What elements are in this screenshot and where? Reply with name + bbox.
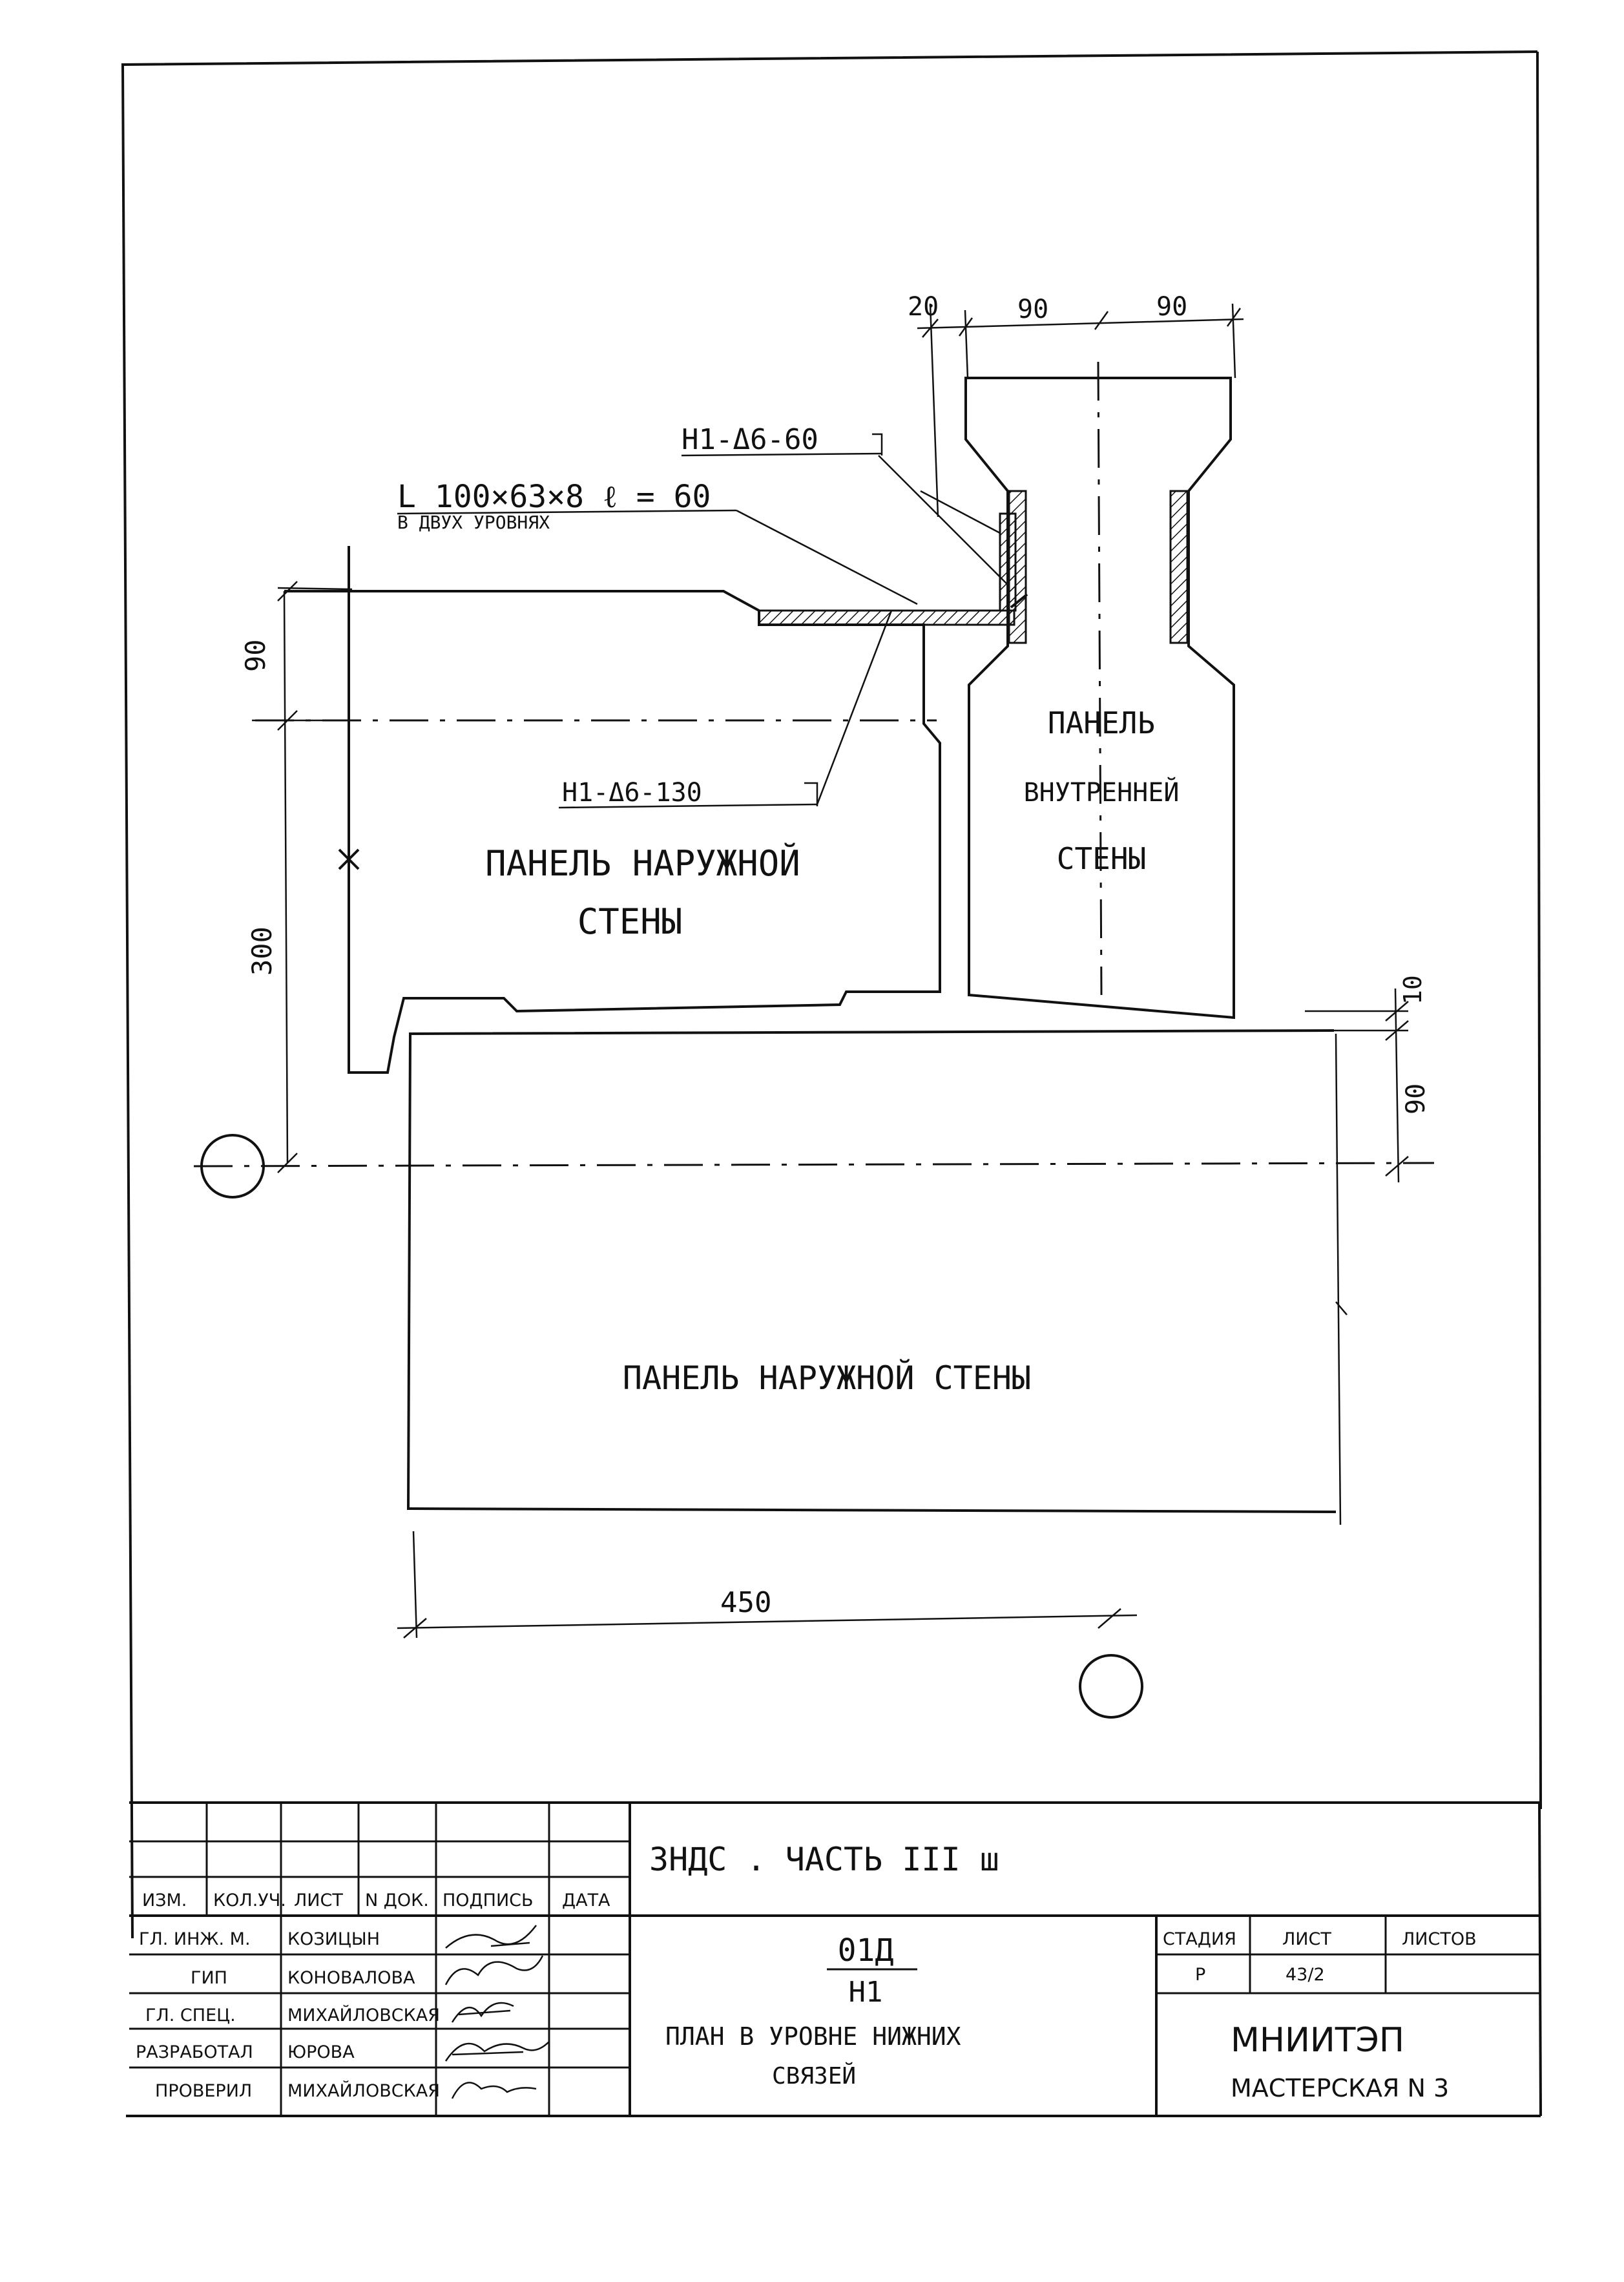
header-n-dok: N ДОК. (365, 1890, 429, 1910)
sheets-header: ЛИСТОВ (1402, 1929, 1477, 1949)
header-data: ДАТА (562, 1890, 610, 1910)
dim-90-left: 90 (240, 639, 271, 672)
signatures (444, 1925, 550, 2099)
bottom-dimension: 450 (397, 1531, 1138, 1638)
dim-20: 20 (908, 292, 939, 322)
steel-angle-connection (758, 512, 1028, 626)
header-izm: ИЗМ. (142, 1890, 187, 1910)
outer-wall-lower-label: ПАНЕЛЬ НАРУЖНОЙ СТЕНЫ (623, 1359, 1031, 1397)
dim-90-right: 90 (1401, 1083, 1431, 1115)
role-gl-spets: ГЛ. СПЕЦ. (145, 2005, 236, 2026)
right-dimension-chain: 10 90 (1305, 975, 1431, 1183)
inner-wall-label-2: ВНУТРЕННЕЙ (1024, 777, 1180, 808)
header-kol-uch: КОЛ.УЧ. (213, 1890, 286, 1910)
role-razrabotal: РАЗРАБОТАЛ (136, 2042, 253, 2062)
description-line-1: ПЛАН В УРОВНЕ НИЖНИХ (665, 2022, 961, 2051)
dim-90-b: 90 (1156, 292, 1187, 322)
name-mikhailovskaya-1: МИХАЙЛОВСКАЯ (287, 2005, 440, 2026)
dim-450: 450 (720, 1586, 771, 1619)
angle-callout-note: В ДВУХ УРОВНЯХ (397, 512, 550, 533)
outer-wall-panel-lower: ПАНЕЛЬ НАРУЖНОЙ СТЕНЫ (193, 1029, 1435, 1525)
stage-value: Р (1195, 1965, 1205, 1985)
inner-wall-label-3: СТЕНЫ (1057, 841, 1146, 876)
description-line-2: СВЯЗЕЙ (772, 2062, 856, 2089)
header-list: ЛИСТ (294, 1890, 343, 1910)
axis-marker-left (200, 1134, 265, 1199)
name-yurova: ЮРОВА (287, 2042, 355, 2062)
sheet-value: 43/2 (1286, 1965, 1325, 1985)
axis-marker-bottom (1079, 1654, 1143, 1719)
outer-wall-upper-label-1: ПАНЕЛЬ НАРУЖНОЙ (485, 843, 800, 884)
angle-vertical-leg (999, 512, 1017, 612)
sheet-header: ЛИСТ (1282, 1929, 1331, 1949)
angle-callout: L 100×63×8 ℓ = 60 (397, 479, 711, 515)
workshop-name: МАСТЕРСКАЯ N 3 (1231, 2074, 1449, 2102)
inner-wall-panel: ПАНЕЛЬ ВНУТРЕННЕЙ СТЕНЫ (964, 361, 1235, 1020)
dim-300: 300 (246, 926, 278, 976)
dim-10: 10 (1399, 975, 1427, 1005)
name-konovalova: КОНОВАЛОВА (287, 1968, 415, 1988)
weld-callout-bottom: H1-Δ6-130 (562, 778, 702, 808)
left-dimension-chain: 90 300 (240, 581, 353, 1173)
sheet-code: 01Д (838, 1932, 894, 1969)
name-mikhailovskaya-2: МИХАЙЛОВСКАЯ (287, 2080, 440, 2101)
inner-wall-label-1: ПАНЕЛЬ (1048, 706, 1155, 740)
header-podpis: ПОДПИСЬ (442, 1890, 534, 1910)
name-kozitsyn: КОЗИЦЫН (287, 1929, 380, 1949)
stage-header: СТАДИЯ (1163, 1929, 1236, 1949)
callouts: H1-Δ6-60 L 100×63×8 ℓ = 60 В ДВУХ УРОВНЯ… (397, 423, 1008, 809)
project-title: ЗНДС . ЧАСТЬ III ш (649, 1841, 999, 1878)
role-proveril: ПРОВЕРИЛ (155, 2081, 252, 2101)
inner-wall-embed-right (1169, 490, 1189, 644)
organization-name: МНИИТЭП (1231, 2021, 1404, 2060)
node-label: Н1 (849, 1976, 883, 2009)
title-block: ИЗМ. КОЛ.УЧ. ЛИСТ N ДОК. ПОДПИСЬ ДАТА ГЛ… (126, 1801, 1542, 2117)
weld-callout-top: H1-Δ6-60 (682, 423, 818, 456)
outer-wall-panel-upper: ПАНЕЛЬ НАРУЖНОЙ СТЕНЫ (255, 546, 941, 1074)
top-dimension-chain: 20 90 90 (908, 292, 1244, 518)
role-gl-inzh: ГЛ. ИНЖ. М. (139, 1929, 251, 1949)
role-gip: ГИП (191, 1968, 227, 1988)
dim-90-a: 90 (1017, 295, 1048, 324)
sheet-frame (121, 50, 1542, 1939)
outer-wall-upper-label-2: СТЕНЫ (578, 901, 683, 942)
